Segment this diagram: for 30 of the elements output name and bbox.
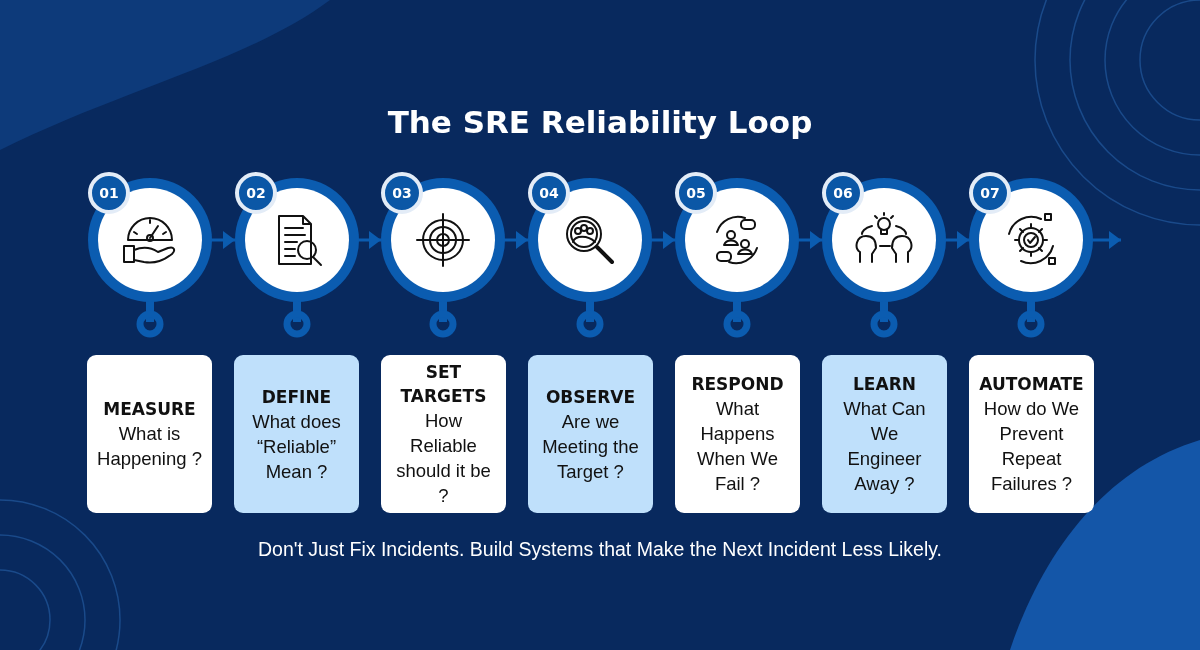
step-number: 06: [822, 172, 864, 214]
step-card: [969, 355, 1094, 513]
step-question: How do We Prevent Repeat Failures ?: [982, 397, 1081, 496]
step-heading: OBSERVE: [545, 385, 636, 409]
title: The SRE Reliability Loop: [386, 104, 814, 140]
step-card: [381, 355, 506, 513]
step-heading: RESPOND: [691, 373, 784, 396]
step-question: Are we Meeting the Target ?: [541, 409, 640, 484]
caption: Don't Just Fix Incidents. Build Systems that Make the Next Incident Less Likely.: [257, 538, 943, 561]
step-question: What is Happening ?: [96, 422, 203, 471]
step-heading: LEARN: [853, 373, 916, 396]
step-number: 02: [235, 172, 277, 214]
step-card: [528, 355, 653, 513]
step-heading: SET TARGETS: [399, 361, 488, 408]
step-card: [675, 355, 800, 513]
step-heading: AUTOMATE: [979, 373, 1084, 396]
step-heading: MEASURE: [103, 398, 196, 421]
step-card: [87, 355, 212, 513]
step-number: 04: [528, 172, 570, 214]
step-number: 07: [969, 172, 1011, 214]
step-question: How Reliable should it be ?: [395, 409, 492, 508]
step-card: [234, 355, 359, 513]
step-number: 05: [675, 172, 717, 214]
step-number: 03: [381, 172, 423, 214]
step-number: 01: [88, 172, 130, 214]
step-card: [822, 355, 947, 513]
step-heading: DEFINE: [261, 385, 332, 409]
step-question: What Happens When We Fail ?: [696, 397, 779, 496]
step-question: What Can We Engineer Away ?: [842, 397, 927, 496]
step-question: What does “Reliable” Mean ?: [251, 409, 342, 484]
